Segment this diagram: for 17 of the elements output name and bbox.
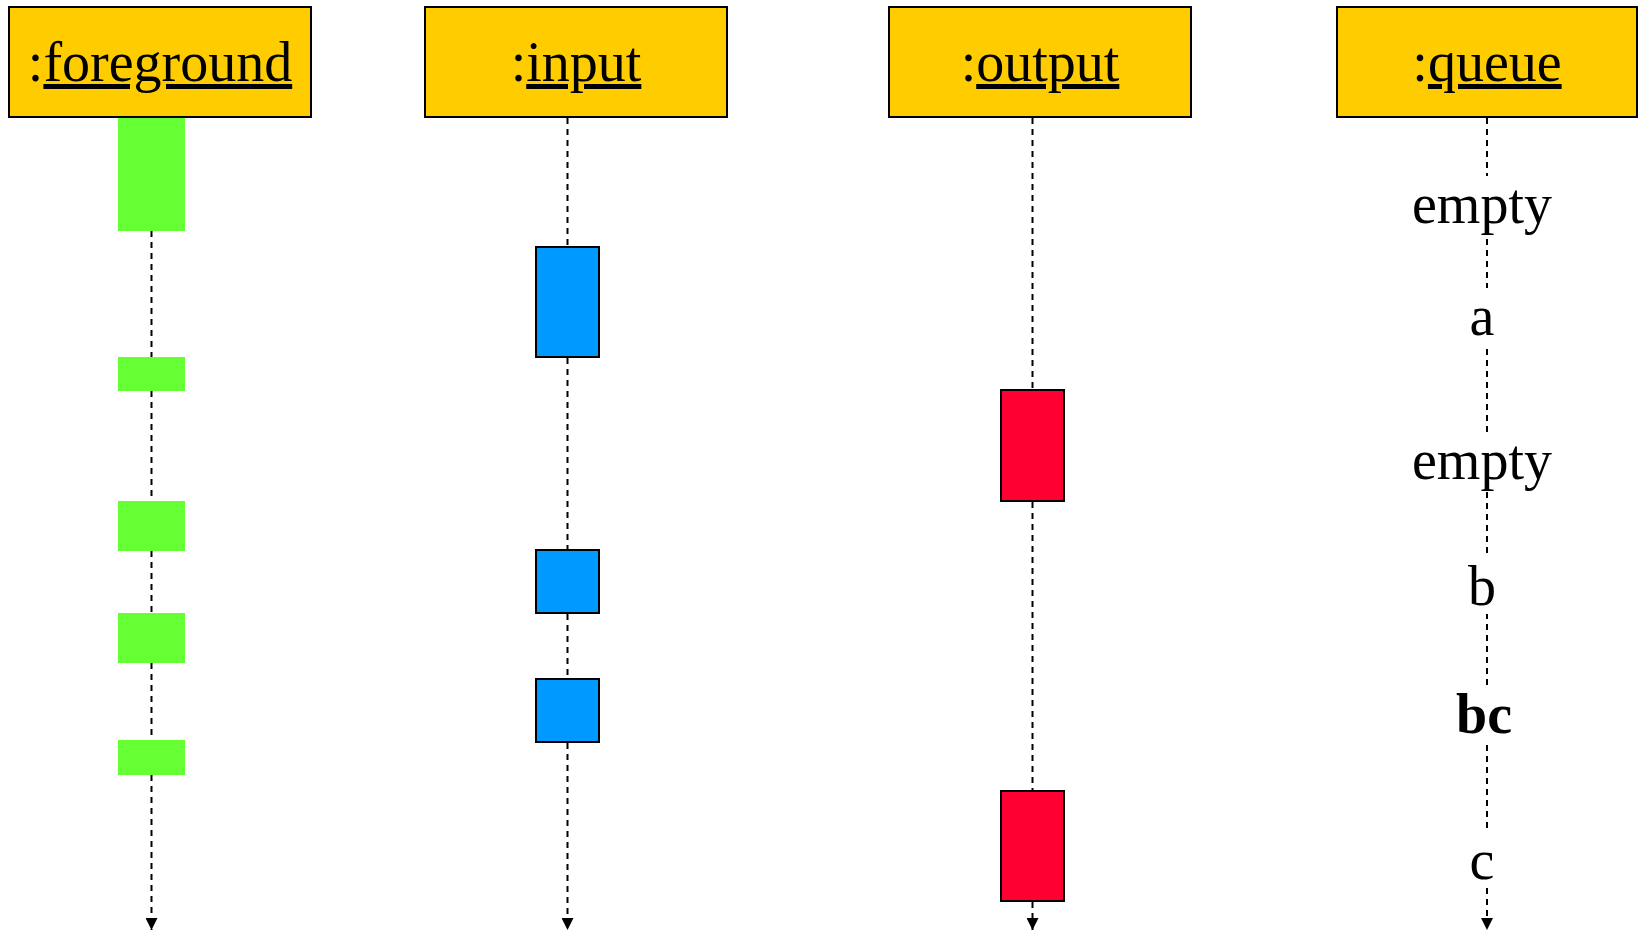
- activation-bar: [118, 613, 185, 663]
- object-header-box: :output: [888, 6, 1192, 118]
- object-header-box: :foreground: [8, 6, 312, 118]
- activation-bar: [535, 678, 600, 743]
- activation-bar: [1000, 790, 1065, 902]
- lifeline-arrow: [1026, 901, 1039, 931]
- lifeline-arrow: [561, 742, 574, 931]
- activation-bar: [118, 118, 185, 231]
- activation-bar: [1000, 389, 1065, 502]
- activation-bar: [118, 740, 185, 775]
- lifeline-arrow: [145, 774, 158, 931]
- activation-bar: [118, 501, 185, 551]
- activation-bar: [535, 246, 600, 358]
- activation-bar: [118, 357, 185, 391]
- activation-bar: [535, 549, 600, 614]
- object-header-box: :input: [424, 6, 728, 118]
- object-header-box: :queue: [1336, 6, 1638, 118]
